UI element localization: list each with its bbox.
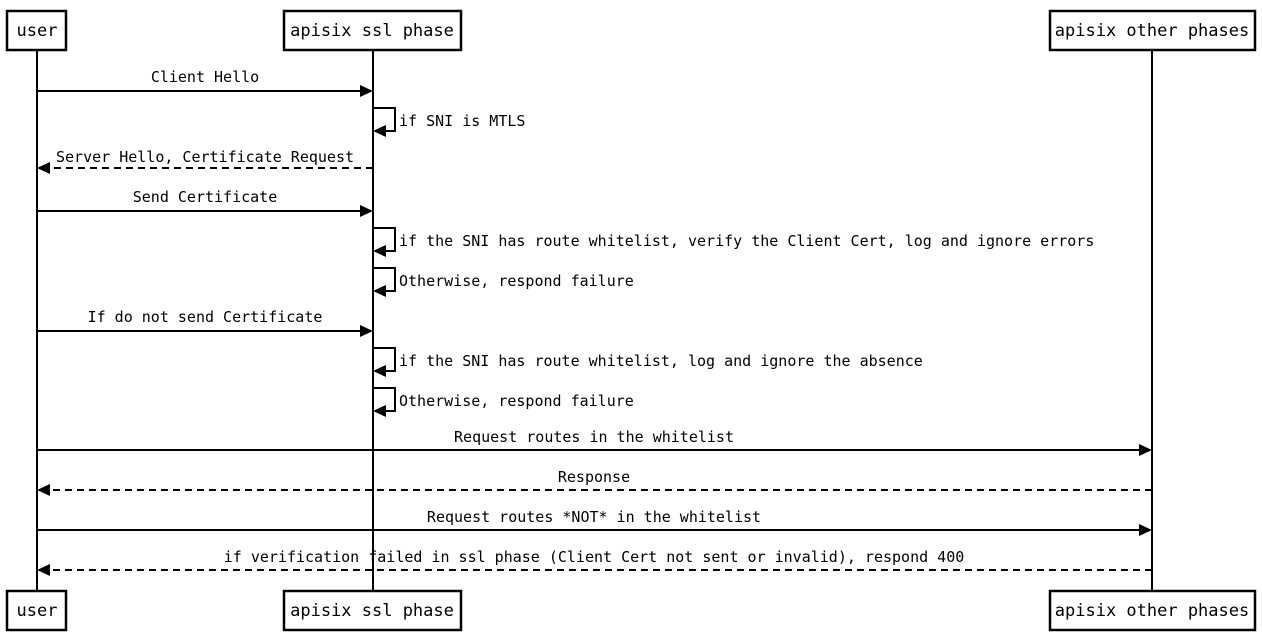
arrowhead-left-icon — [373, 285, 386, 297]
arrowhead-right-icon — [1139, 444, 1152, 456]
participant-label: apisix ssl phase — [290, 21, 454, 41]
arrowhead-left-icon — [373, 405, 386, 417]
message-verify-client-cert[interactable]: if the SNI has route whitelist, verify t… — [373, 227, 1094, 257]
message-if-do-not-send-certificate[interactable]: If do not send Certificate — [37, 308, 373, 337]
participant-user-bottom[interactable]: user — [5, 589, 68, 632]
selfloop-path — [373, 387, 396, 412]
message-send-certificate[interactable]: Send Certificate — [37, 188, 373, 217]
message-label: Client Hello — [151, 68, 259, 86]
message-otherwise-respond-failure-2[interactable]: Otherwise, respond failure — [373, 387, 634, 417]
participant-box — [5, 9, 68, 52]
message-label: if the SNI has route whitelist, verify t… — [399, 232, 1094, 250]
participant-label: user — [17, 601, 58, 621]
participant-label: user — [17, 21, 58, 41]
arrowhead-left-icon — [37, 564, 50, 576]
arrowhead-left-icon — [37, 484, 50, 496]
participant-user-top[interactable]: user — [5, 9, 68, 52]
message-client-hello[interactable]: Client Hello — [37, 68, 373, 97]
message-label: Send Certificate — [133, 188, 278, 206]
arrowhead-left-icon — [373, 125, 386, 137]
selfloop-path — [373, 227, 396, 252]
participant-apisix-ssl-phase-bottom[interactable]: apisix ssl phase — [282, 589, 463, 632]
participant-box — [1048, 9, 1257, 52]
message-label: Response — [558, 468, 630, 486]
lifelines-group — [36, 50, 1153, 591]
message-server-hello-certificate-request[interactable]: Server Hello, Certificate Request — [37, 148, 373, 174]
participant-boxes-bottom: user apisix ssl phase apisix other phase… — [5, 589, 1257, 632]
selfloop-path — [373, 267, 396, 292]
arrowhead-left-icon — [373, 365, 386, 377]
participant-label: apisix ssl phase — [290, 601, 454, 621]
message-label: if verification failed in ssl phase (Cli… — [224, 548, 965, 566]
participant-label: apisix other phases — [1055, 601, 1249, 621]
arrowhead-right-icon — [360, 325, 373, 337]
message-label: if SNI is MTLS — [399, 112, 525, 130]
message-label: Request routes *NOT* in the whitelist — [427, 508, 761, 526]
arrowhead-left-icon — [37, 162, 50, 174]
arrowhead-right-icon — [360, 85, 373, 97]
participant-apisix-ssl-phase-top[interactable]: apisix ssl phase — [282, 9, 463, 52]
message-label: Server Hello, Certificate Request — [56, 148, 354, 166]
message-request-routes-in-whitelist[interactable]: Request routes in the whitelist — [37, 428, 1152, 456]
arrowhead-left-icon — [373, 245, 386, 257]
message-label: If do not send Certificate — [88, 308, 323, 326]
message-otherwise-respond-failure-1[interactable]: Otherwise, respond failure — [373, 267, 634, 297]
message-response[interactable]: Response — [37, 468, 1152, 496]
messages-group: Client Hello if SNI is MTLS Server Hello… — [37, 68, 1152, 576]
participant-box — [282, 589, 463, 632]
participant-box — [282, 9, 463, 52]
participant-apisix-other-phases-top[interactable]: apisix other phases — [1048, 9, 1257, 52]
message-label: Otherwise, respond failure — [399, 392, 634, 410]
message-request-routes-not-in-whitelist[interactable]: Request routes *NOT* in the whitelist — [37, 508, 1152, 536]
message-label: Otherwise, respond failure — [399, 272, 634, 290]
participant-box — [1048, 589, 1257, 632]
participant-apisix-other-phases-bottom[interactable]: apisix other phases — [1048, 589, 1257, 632]
participant-boxes-top: user apisix ssl phase apisix other phase… — [5, 9, 1257, 52]
message-if-sni-is-mtls[interactable]: if SNI is MTLS — [373, 107, 525, 137]
selfloop-path — [373, 107, 396, 132]
arrowhead-right-icon — [1139, 524, 1152, 536]
arrowhead-right-icon — [360, 205, 373, 217]
message-respond-400[interactable]: if verification failed in ssl phase (Cli… — [37, 548, 1152, 576]
message-label: if the SNI has route whitelist, log and … — [399, 352, 923, 370]
message-log-ignore-absence[interactable]: if the SNI has route whitelist, log and … — [373, 347, 923, 377]
participant-box — [5, 589, 68, 632]
message-label: Request routes in the whitelist — [454, 428, 734, 446]
selfloop-path — [373, 347, 396, 372]
participant-label: apisix other phases — [1055, 21, 1249, 41]
